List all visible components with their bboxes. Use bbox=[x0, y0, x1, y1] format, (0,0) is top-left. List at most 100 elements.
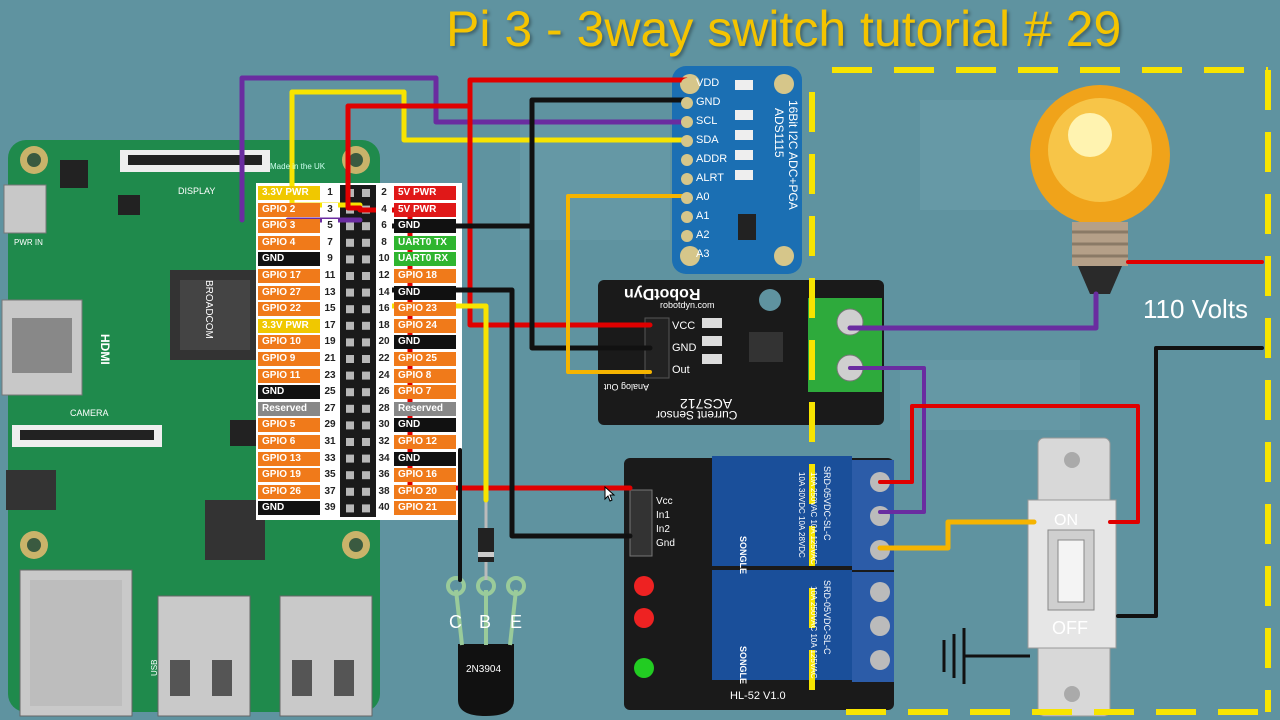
gpio-pin-label: GND bbox=[394, 335, 456, 350]
ads1115-pin-pad bbox=[681, 230, 693, 242]
pi-display-label: DISPLAY bbox=[178, 186, 216, 196]
gpio-pin-number: 19 bbox=[322, 335, 338, 350]
gpio-pin-label: GPIO 26 bbox=[258, 484, 320, 499]
header-pin bbox=[346, 321, 354, 330]
header-pin bbox=[362, 305, 370, 314]
header-pin bbox=[362, 421, 370, 430]
gpio-pin-number: 38 bbox=[376, 484, 392, 499]
gpio-pin-label: GPIO 18 bbox=[394, 269, 456, 283]
header-pin bbox=[346, 238, 354, 247]
gpio-pin-number: 21 bbox=[322, 352, 338, 366]
gpio-pin-label: GND bbox=[258, 252, 320, 267]
gpio-pin-label: 3.3V PWR bbox=[258, 186, 320, 200]
gpio-pin-number: 2 bbox=[376, 186, 392, 200]
header-pin bbox=[362, 388, 370, 397]
relay-pin-label: Vcc bbox=[656, 496, 673, 507]
gpio-pin-number: 15 bbox=[322, 302, 338, 317]
header-pin bbox=[346, 438, 354, 446]
gpio-pin-label: GPIO 27 bbox=[258, 285, 320, 300]
gpio-pin-label: Reserved bbox=[258, 401, 320, 416]
gpio-header bbox=[340, 185, 376, 517]
header-pin bbox=[362, 471, 370, 480]
header-pin bbox=[362, 272, 370, 280]
acs712-pin-label: Out bbox=[672, 364, 690, 376]
relay-1-part: SRD-05VDC-SL-C bbox=[822, 466, 832, 541]
pi-usb-label: USB bbox=[150, 659, 159, 676]
header-pin bbox=[362, 222, 370, 231]
header-pin bbox=[362, 487, 370, 496]
gpio-header-pins bbox=[346, 189, 370, 513]
gpio-pin-number: 6 bbox=[376, 219, 392, 234]
gpio-pin-number: 20 bbox=[376, 335, 392, 350]
gpio-pin-label: GPIO 9 bbox=[258, 352, 320, 366]
wire-red-sensor-vcc bbox=[467, 103, 653, 328]
header-pin bbox=[362, 355, 370, 363]
ads1115-pin-label: A2 bbox=[696, 229, 710, 241]
header-pin bbox=[346, 471, 354, 480]
gpio-pin-label: GND bbox=[394, 418, 456, 433]
ads1115-pin-pad bbox=[681, 78, 693, 90]
relay-1-rating-dc: 10A 30VDC 10A 28VDC bbox=[797, 472, 806, 558]
gpio-pin-number: 27 bbox=[322, 401, 338, 416]
gpio-pin-label: GPIO 2 bbox=[258, 202, 320, 217]
relay-2-rating: 10A 250VAC 10A 125VAC bbox=[809, 586, 818, 679]
header-pin bbox=[346, 371, 354, 380]
header-pin bbox=[346, 222, 354, 231]
wire-purple-bulb bbox=[847, 291, 1099, 331]
switch-on-label: ON bbox=[1054, 512, 1078, 529]
gpio-pin-number: 14 bbox=[376, 285, 392, 300]
switch-off-label: OFF bbox=[1052, 618, 1088, 638]
relay-1-rating: 10A 250VAC 10A 125VAC bbox=[809, 472, 818, 565]
ads1115-pin-pad bbox=[681, 135, 693, 147]
gpio-pin-label: GPIO 3 bbox=[258, 219, 320, 234]
gpio-pin-number: 4 bbox=[376, 202, 392, 217]
light-bulb bbox=[1030, 85, 1170, 294]
gpio-pin-number: 22 bbox=[376, 352, 392, 366]
header-pin bbox=[362, 189, 370, 197]
header-pin bbox=[362, 404, 370, 413]
gpio-pin-label: GPIO 6 bbox=[258, 435, 320, 449]
gpio-pin-number: 3 bbox=[322, 202, 338, 217]
gpio-pin-number: 16 bbox=[376, 302, 392, 317]
ads1115-pin-pad bbox=[681, 192, 693, 204]
relay-pin-label: Gnd bbox=[656, 538, 675, 549]
pi-pwr-label: PWR IN bbox=[14, 238, 43, 247]
voltage-label: 110 Volts bbox=[1143, 294, 1249, 324]
gpio-pin-number: 11 bbox=[322, 269, 338, 283]
gpio-pin-number: 29 bbox=[322, 418, 338, 433]
high-voltage-border bbox=[809, 67, 1271, 715]
gpio-pin-label: 5V PWR bbox=[394, 186, 456, 200]
relay-board bbox=[624, 456, 894, 710]
pi-camera-label: CAMERA bbox=[70, 408, 109, 418]
gpio-pin-label: GPIO 19 bbox=[258, 468, 320, 483]
header-pin bbox=[362, 504, 370, 513]
wire-purple-scl bbox=[239, 75, 689, 223]
gpio-pin-number: 10 bbox=[376, 252, 392, 267]
wire-black-gnd-ads bbox=[377, 97, 689, 229]
gpio-pin-number: 36 bbox=[376, 468, 392, 483]
ads1115-pin-label: VDD bbox=[696, 77, 720, 89]
header-pin bbox=[346, 255, 354, 264]
header-pin bbox=[346, 338, 354, 347]
gpio-pin-number: 17 bbox=[322, 318, 338, 333]
wire-black-neutral bbox=[1116, 346, 1264, 618]
acs712-url: robotdyn.com bbox=[660, 300, 715, 310]
gpio-pin-number: 37 bbox=[322, 484, 338, 499]
ads1115-pin-label: A3 bbox=[696, 248, 710, 260]
acs712-analog-label: Analog Out bbox=[604, 382, 650, 392]
